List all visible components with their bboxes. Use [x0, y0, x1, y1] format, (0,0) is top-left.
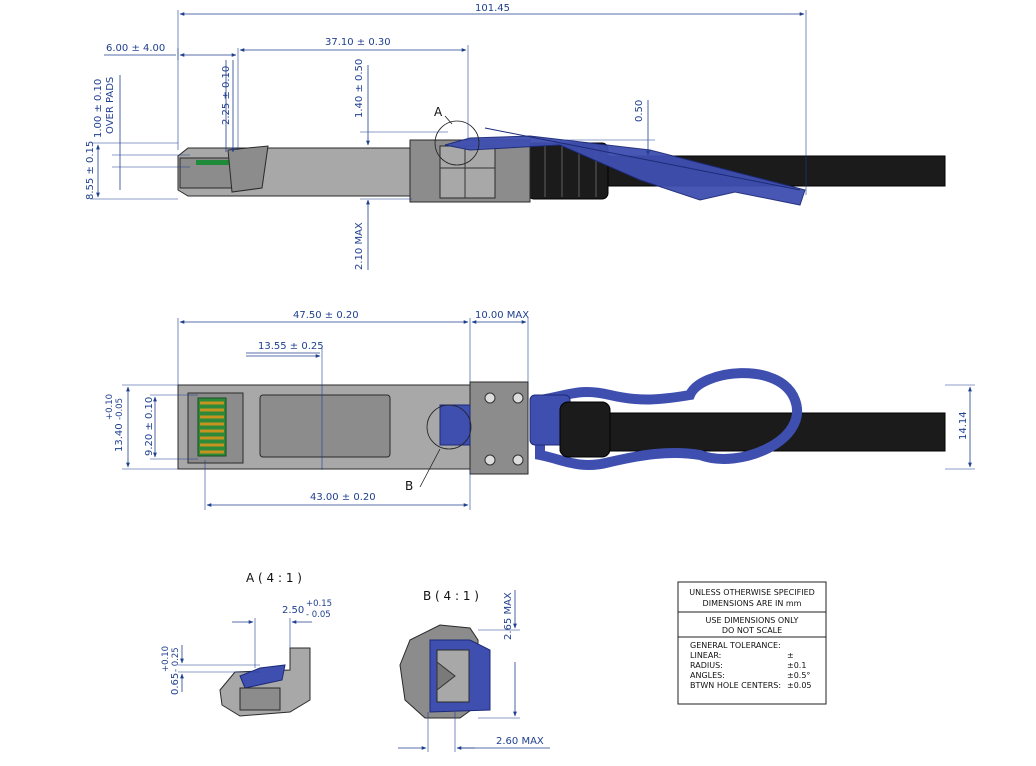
dim-0-50: 0.50 — [634, 100, 645, 122]
dim-2-65: 2.65 MAX — [503, 592, 514, 640]
dim-1-40: 1.40 ± 0.50 — [354, 59, 365, 118]
title-block: UNLESS OTHERWISE SPECIFIED DIMENSIONS AR… — [677, 581, 827, 705]
dim-2-50-minus: - 0.05 — [306, 610, 331, 620]
dim-2-50-plus: +0.15 — [306, 599, 332, 609]
dim-8-55: 8.55 ± 0.15 — [85, 141, 96, 200]
side-view: A 101.45 6.00 ± 4.00 37.10 ± 0.30 2.25 ±… — [85, 3, 946, 270]
dim-0-65-plus: +0.10 — [161, 646, 171, 672]
tb-row-value: ±0.1 — [787, 661, 806, 670]
tb-line4: DO NOT SCALE — [722, 626, 782, 635]
tb-row-value: ±0.5° — [787, 671, 810, 680]
top-cable — [559, 412, 946, 452]
dim-0-65: 0.65 — [170, 673, 181, 695]
dim-2-60: 2.60 MAX — [496, 736, 544, 747]
detail-b: B ( 4 : 1 ) 2.65 MAX 2.60 MAX — [398, 589, 550, 752]
side-contact-pads — [196, 160, 232, 165]
dim-43-00: 43.00 ± 0.20 — [310, 492, 376, 503]
detail-b-callout: B — [405, 479, 413, 493]
dim-14-14: 14.14 — [958, 411, 969, 440]
tb-row-value: ± — [787, 651, 794, 660]
top-view: B 47.50 ± 0.20 10.00 MAX 13.55 ± 0.25 13… — [105, 310, 975, 510]
dim-0-65-minus: - 0.25 — [171, 647, 181, 672]
dim-2-10: 2.10 MAX — [354, 222, 365, 270]
dim-9-20: 9.20 ± 0.10 — [144, 397, 155, 456]
dim-13-40-plus: +0.10 — [105, 394, 115, 420]
detail-a-title: A ( 4 : 1 ) — [246, 571, 302, 585]
top-strain-relief — [559, 401, 611, 458]
tb-line3: USE DIMENSIONS ONLY — [706, 616, 799, 625]
tb-line1: UNLESS OTHERWISE SPECIFIED — [689, 588, 815, 597]
detail-a-callout: A — [434, 105, 443, 119]
dim-13-55: 13.55 ± 0.25 — [258, 341, 324, 352]
dim-2-50: 2.50 — [282, 605, 304, 616]
dim-13-40-minus: -0.05 — [115, 398, 125, 420]
dim-overall-length: 101.45 — [475, 3, 510, 14]
dim-37-10: 37.10 ± 0.30 — [325, 37, 391, 48]
side-pull-tab — [444, 135, 806, 206]
detail-b-circle — [426, 404, 472, 450]
dim-13-40: 13.40 — [114, 423, 125, 452]
tb-tolerance-heading: GENERAL TOLERANCE: — [690, 641, 781, 650]
dim-2-25: 2.25 ± 0.10 — [221, 66, 232, 125]
dim-6-00: 6.00 ± 4.00 — [106, 43, 165, 54]
top-contact-block — [197, 397, 227, 457]
tb-line2: DIMENSIONS ARE IN mm — [703, 599, 802, 608]
dim-47-50: 47.50 ± 0.20 — [293, 310, 359, 321]
dim-1-00-note: OVER PADS — [105, 77, 116, 134]
tb-row-value: ±0.05 — [787, 681, 812, 690]
dim-10-00: 10.00 MAX — [475, 310, 529, 321]
tb-row-label: RADIUS: — [690, 661, 723, 670]
tb-row-label: LINEAR: — [690, 651, 721, 660]
detail-b-title: B ( 4 : 1 ) — [423, 589, 479, 603]
tb-row-label: ANGLES: — [690, 671, 725, 680]
detail-a-circle — [434, 120, 480, 166]
detail-a: A ( 4 : 1 ) 2.50 +0.15 - 0.05 0.65 +0.10… — [161, 571, 332, 717]
tb-row-label: BTWN HOLE CENTERS: — [690, 681, 781, 690]
dim-1-00: 1.00 ± 0.10 — [93, 79, 104, 138]
